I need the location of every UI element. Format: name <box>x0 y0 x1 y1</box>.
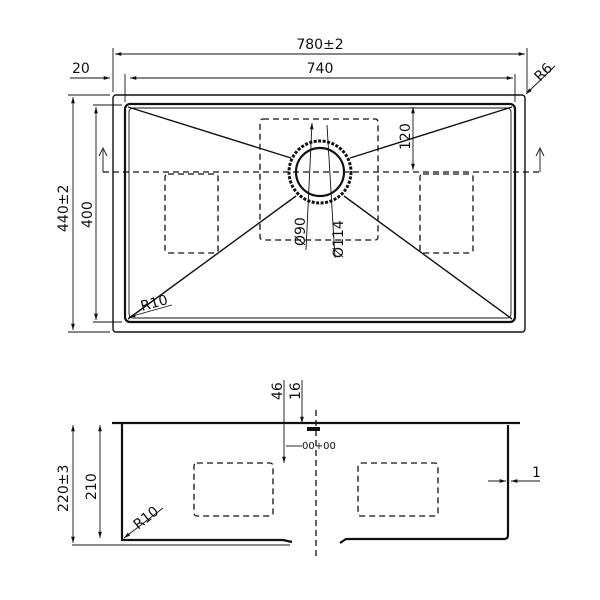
bowl-outline <box>123 102 517 324</box>
hidden-outline-right <box>357 462 439 517</box>
drain-slope-lines <box>127 106 513 320</box>
dim-thickness: 1 <box>532 465 541 481</box>
dim-16: 16 <box>288 382 304 400</box>
dim-drain-inner: Ø90 <box>293 217 309 246</box>
dim-flange: 20 <box>72 61 90 77</box>
bowl-wall-right <box>339 425 510 544</box>
outer-flange-outline <box>112 94 526 333</box>
dim-drain-outer: Ø114 <box>331 220 347 258</box>
drain-hole <box>294 146 346 198</box>
dim-leader-114 <box>326 124 336 259</box>
dim-overall-depth: 440±2 <box>56 185 72 232</box>
drain-flange <box>287 139 353 205</box>
dim-bowl-width: 740 <box>307 61 334 77</box>
section-arrow-right <box>535 146 545 172</box>
dim-inner-radius: R10 <box>139 292 170 315</box>
dim-outer-radius: R6 <box>532 60 557 85</box>
dim-46: 46 <box>270 382 286 400</box>
dim-overall-width: 780±2 <box>296 37 343 53</box>
hidden-outline-left <box>193 462 274 517</box>
hidden-outline-left <box>164 173 219 254</box>
hidden-outline-center <box>259 118 379 241</box>
dim-bowl-depth: 400 <box>80 201 96 228</box>
bowl-inner-edge <box>128 107 512 319</box>
dim-leader-90 <box>305 122 314 251</box>
top-view: Ø90 Ø114 780±2 740 20 R6 440±2 400 120 R… <box>56 37 557 333</box>
hidden-outline-right <box>419 173 474 254</box>
side-view: 00+00 46 16 1 220±3 210 R10 <box>56 380 541 556</box>
dim-bowl-height: 210 <box>84 473 100 500</box>
section-arrow-left <box>98 146 108 172</box>
overflow-label: 00+00 <box>302 441 336 452</box>
overflow-symbol <box>307 427 320 431</box>
dim-drain-offset: 120 <box>398 123 414 150</box>
dim-overall-height: 220±3 <box>56 465 72 512</box>
bowl-wall-left <box>120 424 293 544</box>
